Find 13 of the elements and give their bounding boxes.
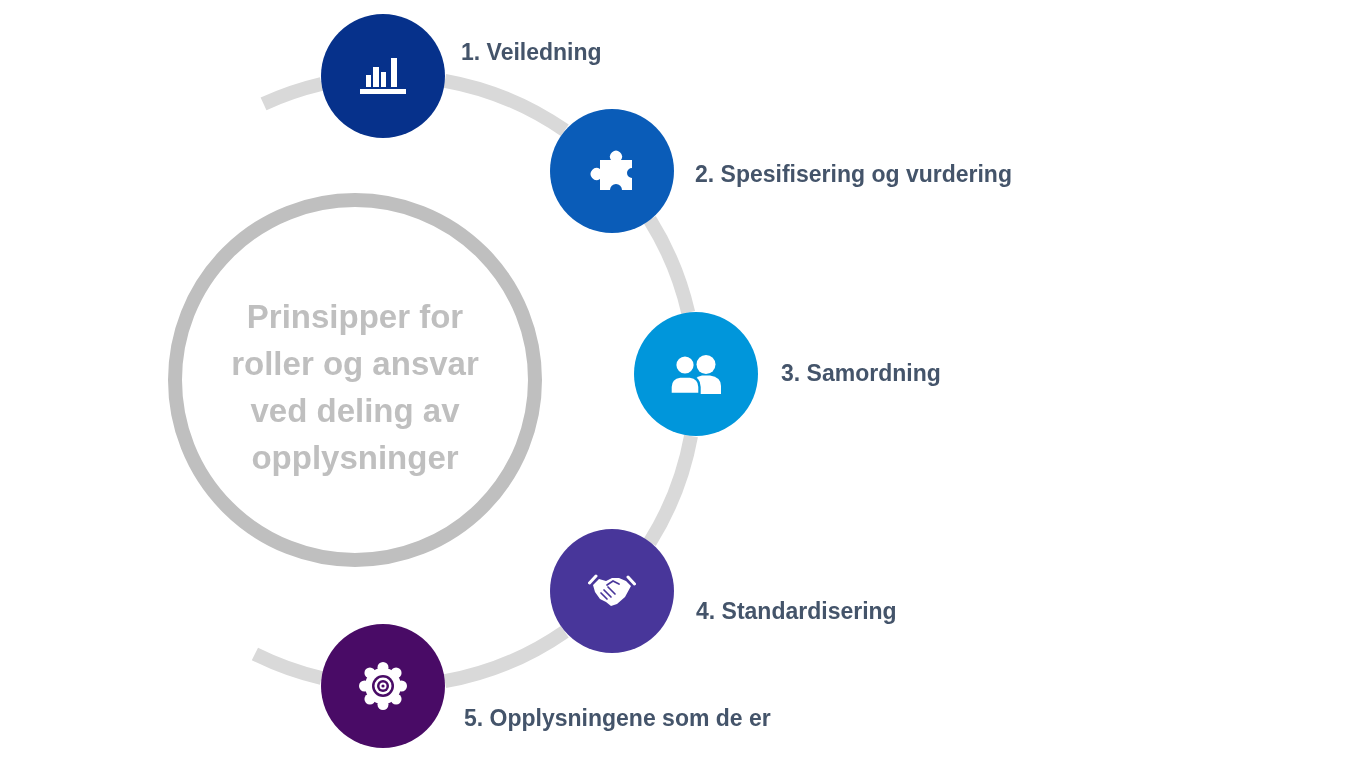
arc-connector (260, 77, 324, 111)
step-label: 3. Samordning (781, 359, 941, 387)
step-label: 2. Spesifisering og vurdering (695, 160, 1012, 188)
center-ring (168, 193, 542, 567)
arc-connector (643, 216, 695, 315)
arc-connector (251, 647, 324, 685)
center-title: Prinsipper for roller og ansvar ved deling av opplysninger (230, 297, 480, 478)
arc-connector (643, 434, 698, 546)
arc-connector (443, 625, 569, 689)
step-label: 4. Standardisering (696, 597, 897, 625)
step-label: 1. Veiledning (461, 38, 602, 66)
arc-connector (443, 73, 569, 137)
step-label: 5. Opplysningene som de er (464, 704, 771, 732)
